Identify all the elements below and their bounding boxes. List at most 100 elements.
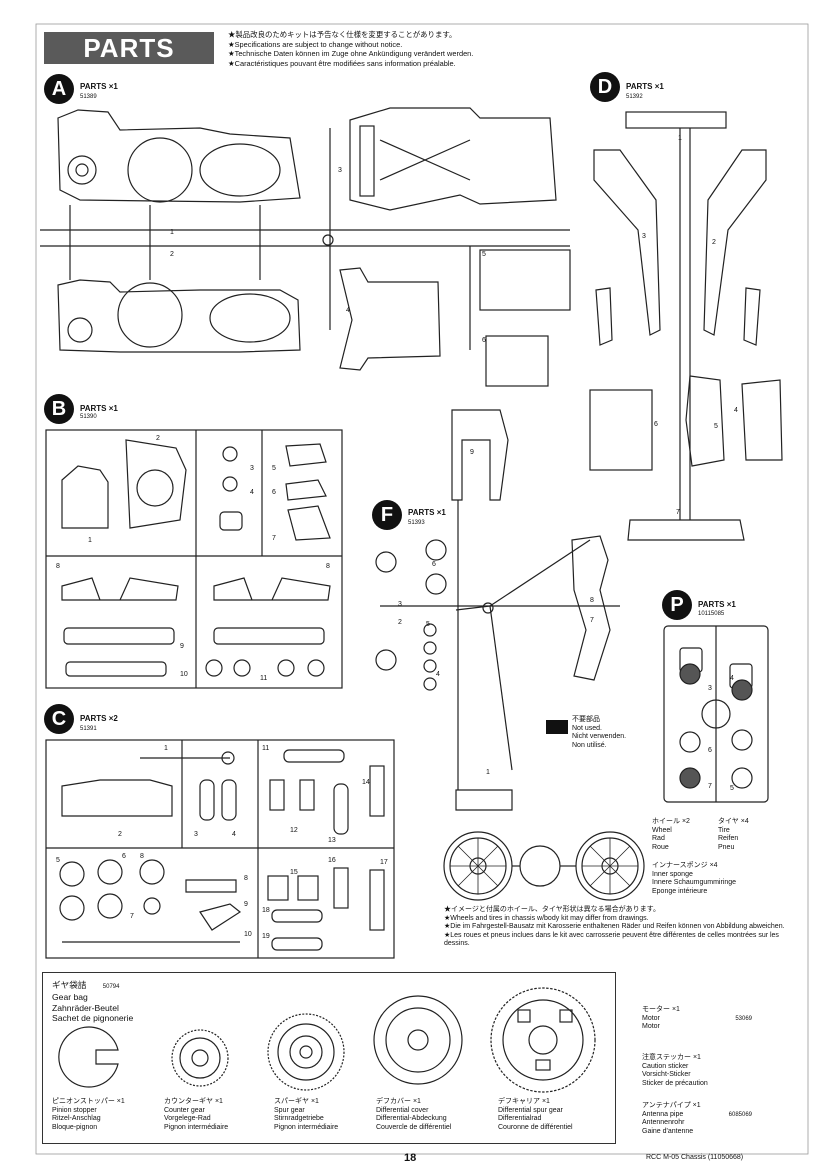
svg-text:6: 6: [272, 489, 276, 496]
counter-gear-en: Counter gear: [164, 1106, 205, 1114]
tire-de: Reifen: [718, 835, 739, 843]
motor-de: Motor: [642, 1023, 660, 1031]
page-number: 18: [404, 1152, 417, 1164]
tree-p-badge: P: [662, 590, 692, 620]
spur-gear-de: Stirnradgetriebe: [274, 1115, 324, 1123]
antenna-fr: Gaine d'antenne: [642, 1127, 694, 1135]
notice-de: ★Technische Daten können im Zuge ohne An…: [228, 49, 474, 59]
svg-text:7: 7: [590, 617, 594, 624]
not-used-fr: Non utilisé.: [572, 741, 607, 749]
tree-a-code: 51389: [80, 94, 97, 100]
svg-text:6: 6: [654, 421, 658, 428]
not-used-legend: 不要部品 Not used. Nicht verwenden. Non util…: [572, 716, 626, 750]
svg-text:13: 13: [328, 837, 336, 844]
antenna-code: 6085069: [728, 1111, 752, 1118]
sponge-fr: Eponge intérieure: [652, 887, 708, 895]
svg-text:4: 4: [346, 307, 350, 314]
svg-text:11: 11: [260, 675, 267, 682]
notice-jp: ★製品改良のためキットは予告なく仕様を変更することがあります。: [228, 30, 457, 39]
counter-gear-jp: カウンターギヤ ×1: [164, 1098, 223, 1105]
tree-d-badge: D: [590, 72, 620, 102]
sponge-en: Inner sponge: [652, 870, 693, 878]
tree-b-label: PARTS ×1: [80, 404, 118, 413]
svg-text:7: 7: [708, 783, 712, 790]
wheel-note-fr: ★Les roues et pneus inclues dans le kit …: [444, 931, 779, 948]
page-title: PARTS: [44, 32, 214, 64]
diff-gear-fr: Couronne de différentiel: [498, 1123, 573, 1131]
tree-f-badge: F: [372, 500, 402, 530]
tree-b-drawing: [45, 429, 343, 689]
tire-fr: Pneu: [718, 843, 735, 851]
gear-bag-en: Gear bag: [52, 992, 88, 1003]
diff-gear-caption: デフキャリア ×1 Differential spur gear Differe…: [498, 1098, 573, 1132]
svg-text:3: 3: [642, 233, 646, 240]
svg-text:1: 1: [170, 229, 174, 236]
svg-text:4: 4: [250, 489, 254, 496]
svg-text:4: 4: [232, 831, 236, 838]
svg-text:9: 9: [470, 449, 474, 456]
svg-text:5: 5: [482, 251, 486, 258]
gear-bag-code: 50794: [102, 984, 120, 990]
gear-bag-title: ギヤ袋詰 50794 Gear bag Zahnräder-Beutel Sac…: [52, 980, 133, 1024]
tire-jp: タイヤ ×4: [718, 818, 749, 825]
motor-caption: モーター ×1 Motor 53069 Motor: [642, 1006, 752, 1032]
sticker-jp: 注意ステッカー ×1: [642, 1054, 701, 1061]
tire-en: Tire: [718, 826, 730, 834]
svg-text:4: 4: [730, 675, 734, 682]
svg-text:4: 4: [734, 407, 738, 414]
footer-title: RCC M-05 Chassis (11050668): [646, 1154, 744, 1161]
tree-c-label: PARTS ×2: [80, 714, 118, 723]
svg-text:6: 6: [482, 337, 486, 344]
not-used-en: Not used.: [572, 724, 602, 732]
svg-text:11: 11: [262, 745, 269, 752]
diff-cover-jp: デフカバー ×1: [376, 1098, 421, 1105]
svg-text:1: 1: [164, 745, 168, 752]
svg-text:6: 6: [432, 561, 436, 568]
svg-text:3: 3: [250, 465, 254, 472]
svg-text:5: 5: [426, 621, 430, 628]
pinion-stopper-en: Pinion stopper: [52, 1106, 97, 1114]
wheel-note-en: ★Wheels and tires in chassis w/body kit …: [444, 914, 649, 922]
svg-text:2: 2: [118, 831, 122, 838]
counter-gear-de: Vorgelege-Rad: [164, 1115, 211, 1123]
svg-text:6: 6: [708, 747, 712, 754]
spur-gear-caption: スパーギヤ ×1 Spur gear Stirnradgetriebe Pign…: [274, 1098, 338, 1132]
svg-text:5: 5: [714, 423, 718, 430]
pinion-stopper-fr: Bloque-pignon: [52, 1123, 98, 1131]
tree-p-label: PARTS ×1: [698, 600, 736, 609]
tree-a-drawing: [40, 107, 571, 387]
antenna-en: Antenna pipe: [642, 1110, 684, 1118]
tree-p-code: 10115085: [698, 611, 725, 617]
wheel-notes: ★イメージと付属のホイール、タイヤ形状は異なる場合があります。 ★Wheels …: [444, 906, 790, 949]
not-used-swatch: [546, 720, 568, 734]
antenna-caption: アンテナパイプ ×1 Antenna pipe 6085069 Antennen…: [642, 1102, 752, 1136]
wheel-fr: Roue: [652, 843, 669, 851]
gear-bag-de: Zahnräder-Beutel: [52, 1002, 119, 1013]
gear-bag-jp: ギヤ袋詰: [52, 980, 87, 990]
diff-gear-jp: デフキャリア ×1: [498, 1098, 550, 1105]
counter-gear-fr: Pignon intermédiaire: [164, 1123, 229, 1131]
svg-text:5: 5: [730, 785, 734, 792]
counter-gear-caption: カウンターギヤ ×1 Counter gear Vorgelege-Rad Pi…: [164, 1098, 228, 1132]
tree-b-code: 51390: [80, 414, 97, 420]
svg-text:10: 10: [244, 931, 252, 938]
tree-f-drawing: [375, 409, 620, 811]
svg-text:2: 2: [156, 435, 160, 442]
wheel-de: Rad: [652, 835, 665, 843]
diff-gear-de: Differentialrad: [498, 1115, 542, 1123]
svg-text:7: 7: [676, 509, 680, 516]
sponge-de: Innere Schaumgummiringe: [652, 879, 737, 887]
spec-notice: ★製品改良のためキットは予告なく仕様を変更することがあります。 ★Specifi…: [228, 30, 473, 68]
spur-gear-en: Spur gear: [274, 1106, 305, 1114]
tree-a-label: PARTS ×1: [80, 82, 118, 91]
sponge-caption: インナースポンジ ×4 Inner sponge Innere Schaumgu…: [652, 862, 736, 896]
svg-text:1: 1: [88, 537, 92, 544]
svg-text:19: 19: [262, 933, 270, 940]
svg-text:3: 3: [338, 167, 342, 174]
wheel-note-jp: ★イメージと付属のホイール、タイヤ形状は異なる場合があります。: [444, 906, 660, 913]
svg-text:8: 8: [56, 563, 60, 570]
tree-f-label: PARTS ×1: [408, 508, 446, 517]
svg-text:3: 3: [708, 685, 712, 692]
svg-text:8: 8: [326, 563, 330, 570]
